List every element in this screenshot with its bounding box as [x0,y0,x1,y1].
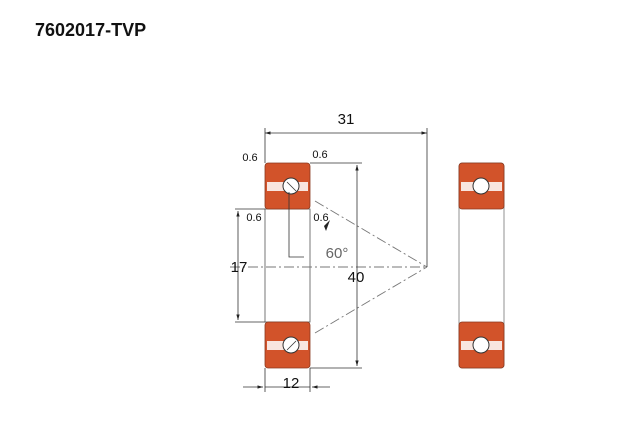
dim-12: 12 [283,375,300,392]
side-view [458,162,505,369]
chamfer-label: 0.6 [246,212,261,224]
ball-bottom [282,336,300,354]
chamfer-label: 0.6 [312,149,327,161]
chamfer-label: 0.6 [313,212,328,224]
dim-40: 40 [348,269,365,286]
product-title: 7602017-TVP [35,20,147,40]
chamfer-label: 0.6 [242,152,257,164]
section-view [230,128,428,392]
dim-17: 17 [231,259,248,276]
dim-31: 31 [338,111,355,128]
contact-angle: 60° [326,245,349,262]
